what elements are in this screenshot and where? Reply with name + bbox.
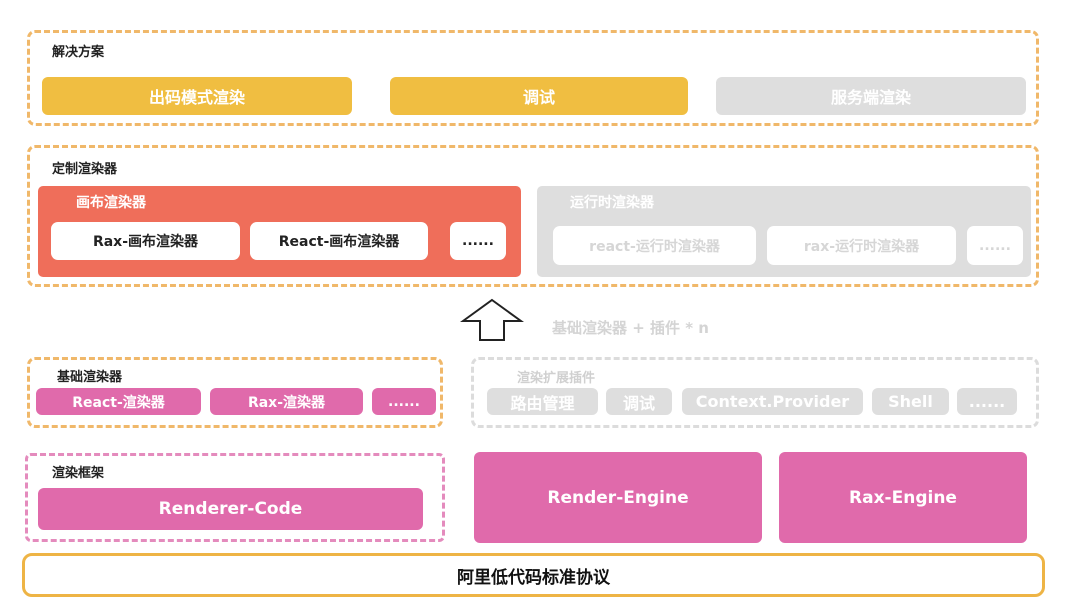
solution-server-render[interactable]: 服务端渲染 — [716, 77, 1026, 115]
react-canvas-renderer[interactable]: React-画布渲染器 — [250, 222, 428, 260]
up-arrow-icon — [460, 298, 524, 341]
renderer-code[interactable]: Renderer-Code — [38, 488, 423, 530]
basic-renderer-more[interactable]: ...... — [372, 388, 436, 415]
render-framework-group — [25, 453, 445, 542]
custom-renderers-group — [27, 145, 1039, 287]
react-renderer[interactable]: React-渲染器 — [36, 388, 201, 415]
basic-renderers-title: 基础渲染器 — [57, 370, 123, 385]
rax-renderer[interactable]: Rax-渲染器 — [210, 388, 363, 415]
solutions-title: 解决方案 — [52, 45, 105, 60]
plugin-more[interactable]: ...... — [957, 388, 1017, 415]
canvas-renderer-more[interactable]: ...... — [450, 222, 506, 260]
rax-canvas-renderer[interactable]: Rax-画布渲染器 — [51, 222, 240, 260]
solutions-group — [27, 30, 1039, 126]
solution-codegen-render[interactable]: 出码模式渲染 — [42, 77, 352, 115]
plugin-router[interactable]: 路由管理 — [487, 388, 598, 415]
lowcode-protocol[interactable]: 阿里低代码标准协议 — [22, 553, 1045, 597]
arrow-caption: 基础渲染器 + 插件 * n — [552, 319, 709, 337]
render-engine[interactable]: Render-Engine — [474, 452, 762, 543]
render-framework-title: 渲染框架 — [52, 466, 105, 481]
render-plugins-title: 渲染扩展插件 — [517, 371, 596, 386]
react-runtime-renderer[interactable]: react-运行时渲染器 — [553, 226, 756, 265]
canvas-renderer-title: 画布渲染器 — [76, 195, 146, 211]
plugin-shell[interactable]: Shell — [872, 388, 949, 415]
plugin-debug[interactable]: 调试 — [606, 388, 672, 415]
runtime-renderer-more[interactable]: ...... — [967, 226, 1023, 265]
basic-renderers-group — [27, 357, 443, 428]
runtime-renderer-title: 运行时渲染器 — [570, 195, 654, 211]
rax-engine[interactable]: Rax-Engine — [779, 452, 1027, 543]
custom-renderers-title: 定制渲染器 — [52, 162, 118, 177]
plugin-context-provider[interactable]: Context.Provider — [682, 388, 863, 415]
solution-debug[interactable]: 调试 — [390, 77, 688, 115]
rax-runtime-renderer[interactable]: rax-运行时渲染器 — [767, 226, 956, 265]
render-plugins-group — [471, 357, 1039, 428]
